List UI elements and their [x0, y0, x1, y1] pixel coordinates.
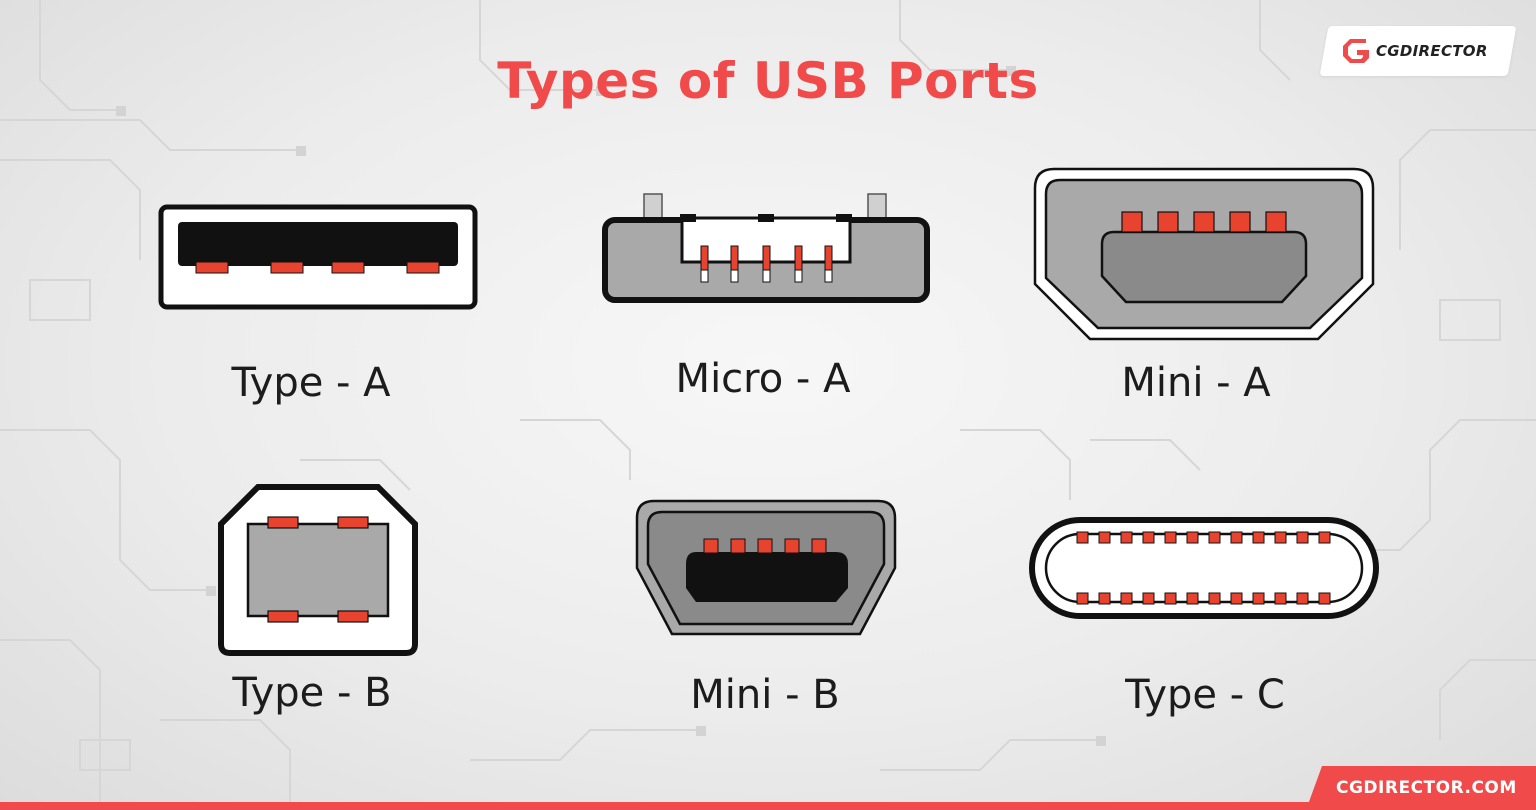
usb-micro-a-port-icon	[602, 193, 930, 303]
port-label-type-a: Type - A	[231, 360, 391, 406]
usb-mini-a-port-icon	[1033, 167, 1375, 341]
brand-logo: CGDIRECTOR	[1319, 26, 1517, 76]
usb-type-b-port-icon	[218, 484, 418, 656]
usb-mini-b-port-icon	[635, 499, 897, 636]
port-label-type-b: Type - B	[232, 670, 392, 716]
usb-type-a-port-icon	[158, 204, 478, 310]
cgdirector-logo-icon	[1343, 39, 1369, 63]
footer-accent-bar	[0, 802, 1536, 810]
footer-url[interactable]: CGDIRECTOR.COM	[1336, 778, 1517, 798]
page-title: Types of USB Ports	[497, 52, 1039, 110]
usb-type-c-port-icon	[1029, 517, 1379, 619]
port-label-micro-a: Micro - A	[675, 356, 851, 402]
logo-text: CGDIRECTOR	[1376, 42, 1488, 60]
port-label-mini-a: Mini - A	[1121, 360, 1271, 406]
port-label-type-c: Type - C	[1125, 672, 1285, 718]
port-label-mini-b: Mini - B	[690, 672, 840, 718]
